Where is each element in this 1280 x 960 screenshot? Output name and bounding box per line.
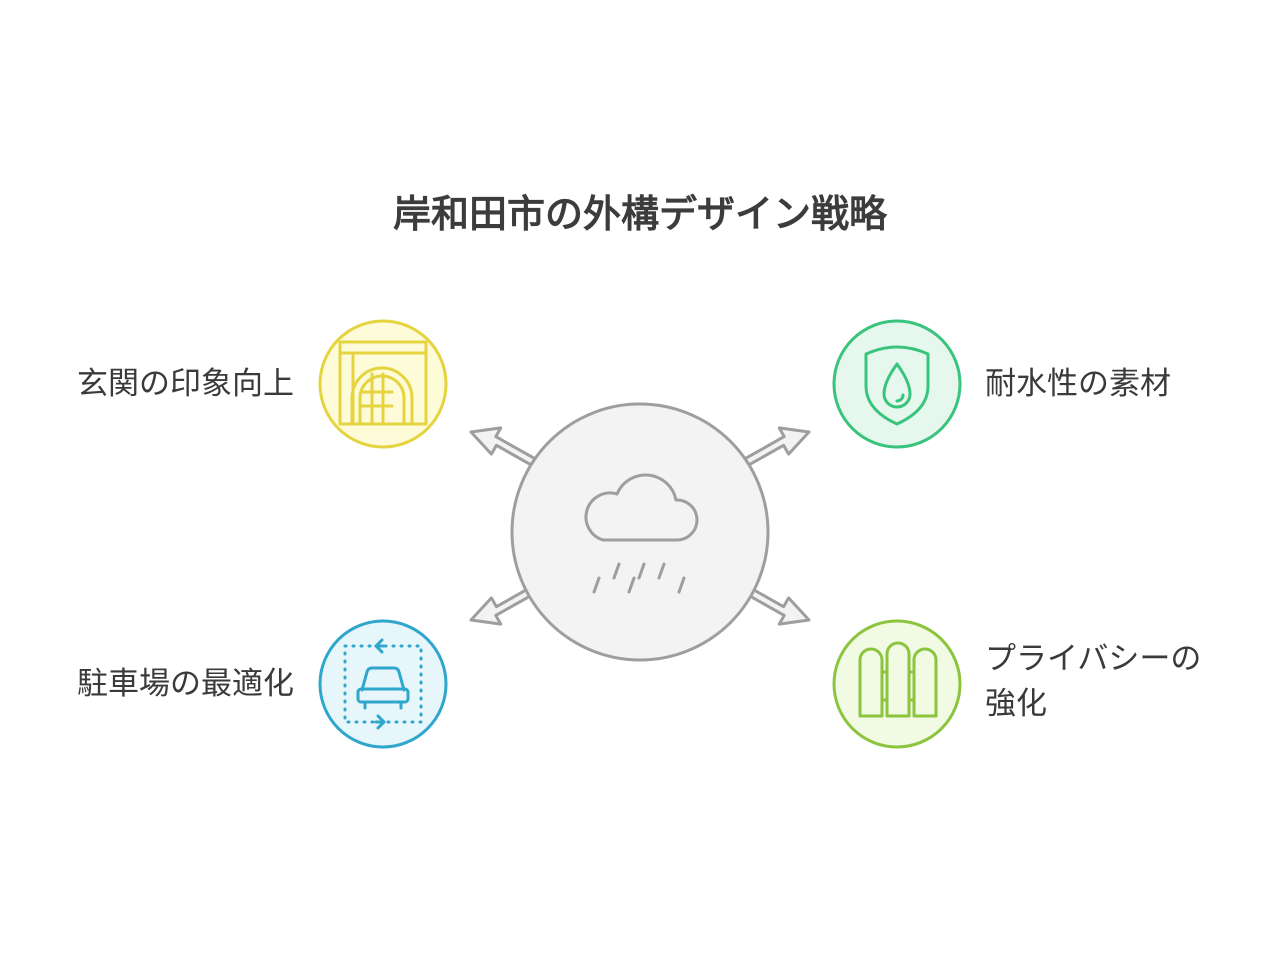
label-privacy-line1: プライバシーの [985,641,1202,677]
arrow-top-right [736,426,811,473]
rain-cloud-icon [584,473,699,594]
fence-icon [858,641,938,718]
water-drop-shield-icon [864,345,930,426]
label-privacy-line2: 強化 [985,686,1047,722]
car-parking-icon [343,638,423,730]
arrow-top-left [469,426,544,473]
label-entrance: 玄関の印象向上 [77,366,294,402]
page-title: 岸和田市の外構デザイン戦略 [392,192,887,236]
label-water-resistant: 耐水性の素材 [985,366,1171,402]
node-entrance [318,319,448,449]
label-parking: 駐車場の最適化 [77,666,294,702]
node-privacy [832,619,962,749]
node-water-resistant [832,319,962,449]
arrows [469,426,811,626]
node-parking [318,619,448,749]
center-hub [510,402,770,662]
entrance-gate-icon [338,340,428,426]
